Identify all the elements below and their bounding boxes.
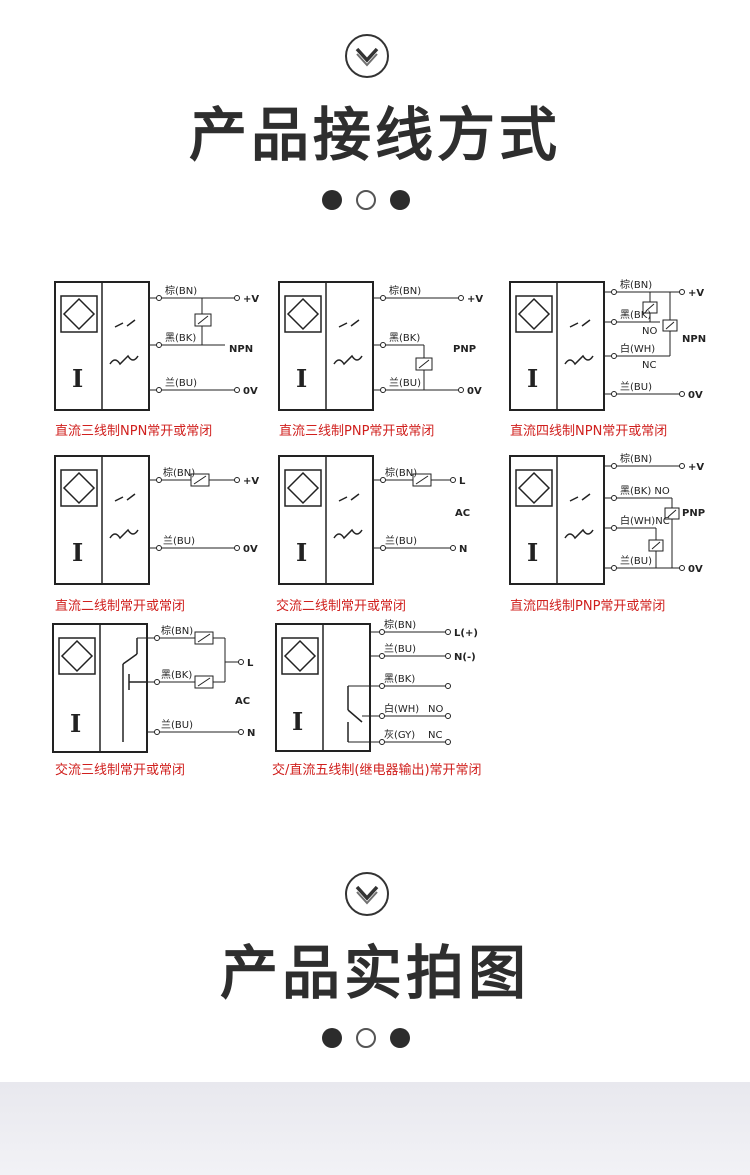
svg-text:兰(BU): 兰(BU): [620, 554, 652, 567]
diagram-ac3: I 棕(BN) 黑(BK) 兰(BU) L N AC 交流三线制常开或常闭: [52, 623, 255, 778]
dot-divider-2: [322, 1028, 412, 1052]
svg-text:棕(BN): 棕(BN): [385, 466, 417, 479]
caption-dc2: 直流二线制常开或常闭: [55, 599, 185, 614]
svg-text:0V: 0V: [688, 390, 703, 401]
caption-dc3-npn: 直流三线制NPN常开或常闭: [55, 424, 212, 439]
svg-text:棕(BN): 棕(BN): [620, 452, 652, 465]
svg-text:N: N: [247, 728, 255, 739]
svg-text:白(WH): 白(WH): [384, 702, 419, 715]
svg-text:AC: AC: [235, 696, 250, 707]
diagram-ac2: I 棕(BN) 兰(BU) L N AC 交流二线制常开或常闭: [276, 455, 470, 614]
diagram-dc3-pnp: I 棕(BN) 黑(BK) 兰(BU) +V 0V PNP 直流三线制PNP常开…: [278, 281, 483, 439]
svg-text:PNP: PNP: [682, 508, 705, 519]
svg-text:NPN: NPN: [682, 334, 706, 345]
sensor-symbol: I: [72, 538, 83, 567]
svg-text:棕(BN): 棕(BN): [384, 618, 416, 631]
svg-text:0V: 0V: [243, 544, 258, 555]
svg-text:灰(GY): 灰(GY): [384, 728, 415, 741]
svg-text:黑(BK): 黑(BK): [620, 309, 651, 321]
diagram-dc2: I 棕(BN) 兰(BU) +V 0V 直流二线制常开或常闭: [54, 455, 259, 614]
svg-text:0V: 0V: [467, 386, 482, 397]
caption-dc4-npn: 直流四线制NPN常开或常闭: [510, 424, 667, 439]
svg-text:NPN: NPN: [229, 344, 253, 355]
svg-text:黑(BK): 黑(BK): [389, 332, 420, 344]
sensor-symbol: I: [527, 538, 538, 567]
svg-text:AC: AC: [455, 508, 470, 519]
dot-divider-1: [322, 190, 412, 214]
caption-ac3: 交流三线制常开或常闭: [55, 762, 185, 778]
svg-text:白(WH): 白(WH): [620, 342, 655, 355]
svg-text:棕(BN): 棕(BN): [161, 624, 193, 637]
svg-text:L: L: [247, 658, 254, 669]
svg-text:NO: NO: [642, 326, 657, 337]
svg-text:白(WH)NC: 白(WH)NC: [620, 514, 670, 527]
svg-text:黑(BK): 黑(BK): [165, 332, 196, 344]
svg-text:NC: NC: [428, 730, 442, 741]
svg-text:兰(BU): 兰(BU): [163, 534, 195, 547]
svg-text:0V: 0V: [243, 386, 258, 397]
svg-text:PNP: PNP: [453, 344, 476, 355]
svg-text:+V: +V: [688, 288, 704, 299]
sensor-symbol: I: [70, 709, 81, 738]
chevron-down-icon: [355, 47, 379, 67]
svg-text:L: L: [459, 476, 466, 487]
sensor-symbol: I: [72, 364, 83, 393]
wiring-diagrams: I 棕(BN) 黑(BK) 兰(BU) +V 0V NPN 直流三线制NPN常开…: [52, 278, 706, 778]
sensor-symbol: I: [296, 538, 307, 567]
svg-text:NO: NO: [428, 704, 443, 715]
sensor-symbol: I: [527, 364, 538, 393]
svg-text:黑(BK): 黑(BK): [384, 673, 415, 685]
caption-ac2: 交流二线制常开或常闭: [276, 598, 406, 614]
svg-text:兰(BU): 兰(BU): [389, 376, 421, 389]
svg-text:棕(BN): 棕(BN): [163, 466, 195, 479]
svg-text:兰(BU): 兰(BU): [161, 718, 193, 731]
svg-text:黑(BK): 黑(BK): [161, 669, 192, 681]
product-photo-area: [0, 1082, 750, 1175]
svg-text:N(-): N(-): [454, 652, 476, 663]
section-title-wiring: 产品接线方式: [188, 101, 561, 169]
svg-text:棕(BN): 棕(BN): [389, 284, 421, 297]
caption-dc3-pnp: 直流三线制PNP常开或常闭: [279, 424, 434, 439]
svg-text:NC: NC: [642, 360, 656, 371]
sensor-symbol: I: [296, 364, 307, 393]
caption-dc4-pnp: 直流四线制PNP常开或常闭: [510, 599, 665, 614]
sensor-symbol: I: [292, 707, 303, 736]
diagram-dc4-npn: I 棕(BN) 黑(BK) NO 白(WH) NC 兰(BU) +V 0V NP…: [509, 278, 706, 439]
svg-text:+V: +V: [243, 294, 259, 305]
svg-text:棕(BN): 棕(BN): [620, 278, 652, 291]
svg-text:+V: +V: [243, 476, 259, 487]
svg-text:兰(BU): 兰(BU): [165, 376, 197, 389]
svg-text:棕(BN): 棕(BN): [165, 284, 197, 297]
chevron-badge-1: [345, 34, 389, 78]
svg-text:+V: +V: [467, 294, 483, 305]
chevron-badge-2: [345, 872, 389, 916]
svg-text:兰(BU): 兰(BU): [385, 534, 417, 547]
caption-acdc5-relay: 交/直流五线制(继电器输出)常开常闭: [272, 762, 482, 778]
svg-text:黑(BK) NO: 黑(BK) NO: [620, 485, 670, 497]
diagram-dc4-pnp: I 棕(BN) 黑(BK) NO 白(WH)NC 兰(BU) +V 0V PNP…: [509, 452, 705, 614]
section-title-photos: 产品实拍图: [219, 939, 530, 1007]
chevron-down-icon: [355, 885, 379, 905]
svg-text:0V: 0V: [688, 564, 703, 575]
diagram-dc3-npn: I 棕(BN) 黑(BK) 兰(BU) +V 0V NPN 直流三线制NPN常开…: [54, 281, 259, 439]
diagram-acdc5-relay: I 棕(BN) 兰(BU) 黑(BK) 白(WH) NO 灰(GY) NC L(…: [272, 618, 482, 778]
svg-text:兰(BU): 兰(BU): [384, 642, 416, 655]
svg-text:+V: +V: [688, 462, 704, 473]
svg-text:N: N: [459, 544, 467, 555]
svg-text:兰(BU): 兰(BU): [620, 380, 652, 393]
svg-text:L(+): L(+): [454, 628, 478, 639]
